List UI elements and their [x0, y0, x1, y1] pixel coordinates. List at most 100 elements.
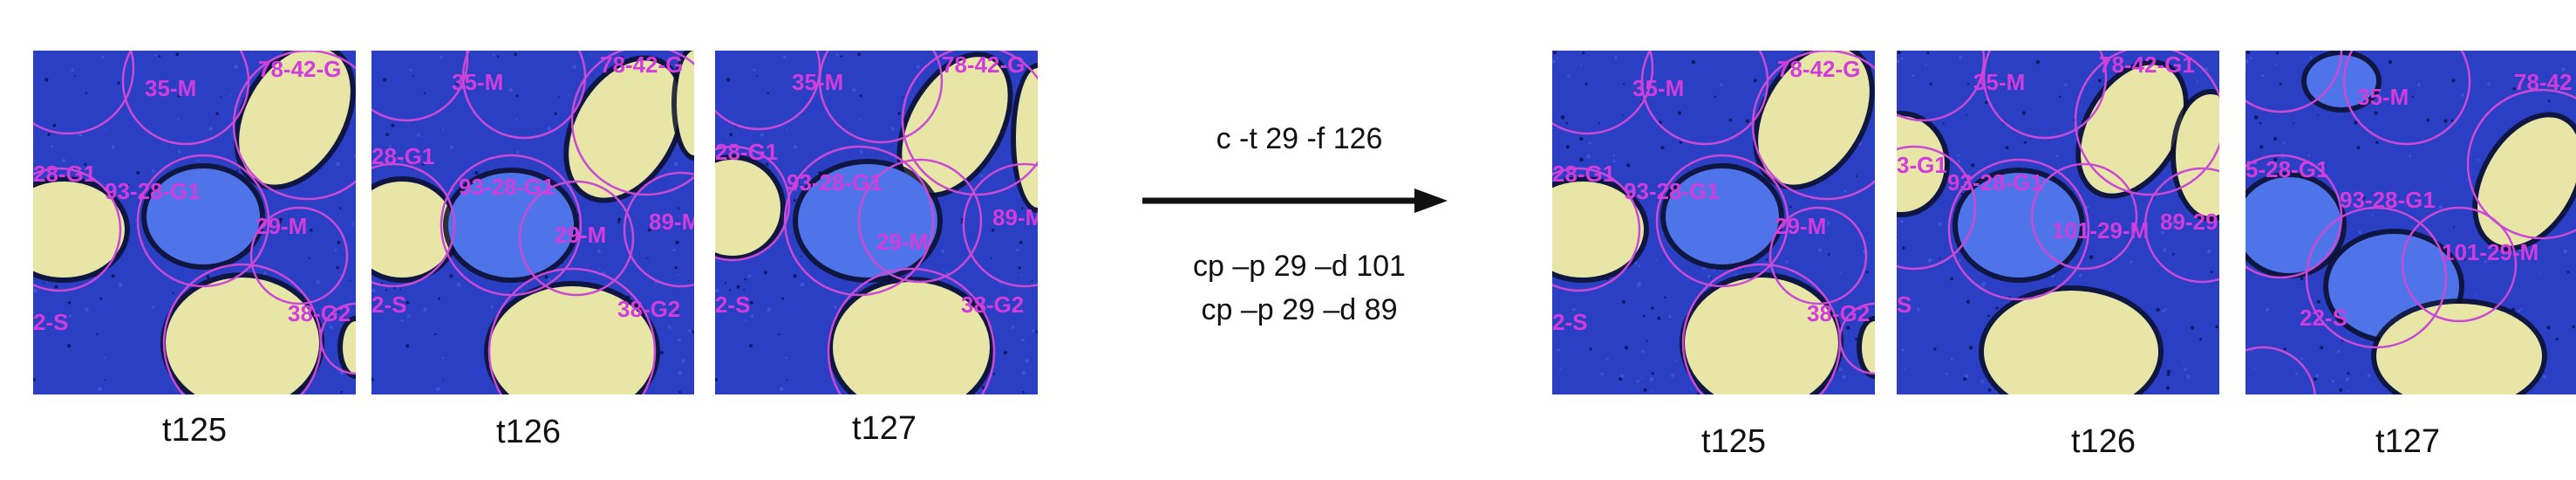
speckle	[103, 356, 106, 360]
speckle	[675, 240, 679, 244]
speckle	[2196, 80, 2198, 83]
command-top: c -t 29 -f 126	[1216, 122, 1383, 155]
cell-label: 35-M	[145, 75, 196, 101]
speckle	[678, 391, 681, 394]
speckle	[747, 274, 752, 278]
speckle	[2416, 83, 2421, 86]
speckle	[455, 81, 459, 85]
speckle	[2300, 277, 2304, 281]
speckle	[206, 275, 210, 279]
speckle	[744, 278, 746, 281]
speckle	[2331, 380, 2335, 383]
speckle	[1673, 360, 1677, 362]
speckle	[942, 268, 944, 271]
speckle	[1689, 387, 1692, 389]
speckle	[101, 55, 105, 59]
speckle	[177, 94, 181, 98]
speckle	[778, 333, 780, 336]
cell-nucleus	[1660, 163, 1784, 270]
speckle	[1016, 249, 1019, 251]
speckle	[1552, 59, 1556, 64]
speckle	[2316, 299, 2320, 304]
cell-nucleus	[1952, 168, 2085, 283]
speckle	[389, 145, 392, 147]
speckle	[2517, 309, 2521, 312]
speckle	[781, 297, 784, 300]
speckle	[434, 333, 437, 336]
speckle	[1720, 83, 1723, 86]
speckle	[1827, 221, 1830, 225]
speckle	[2295, 372, 2299, 375]
cell-label: 101-29-M	[2052, 217, 2149, 243]
speckle	[2451, 79, 2456, 83]
speckle	[859, 94, 862, 98]
speckle	[729, 289, 732, 291]
speckle	[1709, 277, 1712, 279]
speckle	[1925, 64, 1927, 66]
speckle	[1600, 372, 1604, 375]
speckle	[349, 279, 351, 282]
speckle	[2345, 377, 2349, 381]
speckle	[2450, 119, 2454, 122]
speckle	[2166, 386, 2171, 390]
speckle	[1623, 83, 1625, 86]
speckle	[2484, 260, 2488, 264]
speckle	[2260, 74, 2264, 78]
speckle	[2512, 87, 2516, 91]
cell-label: 22-S	[2300, 305, 2348, 331]
speckle	[2367, 374, 2371, 378]
speckle	[2250, 57, 2252, 59]
cell-nucleus	[1979, 285, 2164, 394]
speckle	[177, 150, 181, 154]
speckle	[2059, 95, 2061, 99]
speckle	[234, 65, 238, 69]
speckle	[1950, 277, 1953, 281]
speckle	[441, 356, 444, 360]
speckle	[2085, 205, 2089, 209]
speckle	[2184, 272, 2186, 274]
speckle	[981, 386, 985, 390]
speckle	[496, 55, 500, 58]
speckle	[1629, 189, 1633, 193]
speckle	[1651, 372, 1654, 375]
speckle	[2308, 56, 2313, 59]
speckle	[1753, 79, 1757, 83]
speckle	[1643, 387, 1647, 392]
speckle	[74, 74, 77, 77]
speckle	[1651, 390, 1653, 393]
cell-nucleus	[1680, 272, 1843, 394]
speckle	[442, 128, 444, 131]
speckle	[2477, 158, 2480, 161]
cell-outline	[232, 51, 356, 201]
cell-nucleus	[234, 51, 356, 190]
speckle	[438, 297, 440, 300]
speckle	[2259, 121, 2262, 125]
speckle	[859, 150, 863, 154]
speckle	[405, 301, 410, 305]
speckle	[2371, 214, 2374, 217]
speckle	[391, 123, 395, 127]
speckle	[674, 161, 678, 167]
speckle	[2320, 346, 2324, 350]
speckle	[767, 307, 771, 312]
speckle	[1637, 264, 1640, 268]
speckle	[646, 257, 649, 259]
speckle	[2206, 250, 2211, 254]
speckle	[2566, 271, 2570, 274]
speckle	[687, 279, 690, 282]
cell-label: 35-M	[792, 69, 843, 95]
speckle	[1945, 372, 1948, 375]
speckle	[1671, 374, 1674, 378]
speckle	[1664, 296, 1666, 299]
cell-nucleus	[1857, 316, 1875, 379]
speckle	[406, 314, 411, 319]
speckle	[1612, 154, 1616, 157]
speckle	[568, 94, 570, 97]
speckle	[449, 145, 453, 149]
speckle	[835, 53, 839, 57]
speckle	[672, 249, 676, 251]
command-line-2: cp –p 29 –d 89	[1201, 293, 1398, 326]
speckle	[544, 275, 549, 279]
speckle	[1031, 279, 1033, 282]
speckle	[2199, 338, 2203, 341]
